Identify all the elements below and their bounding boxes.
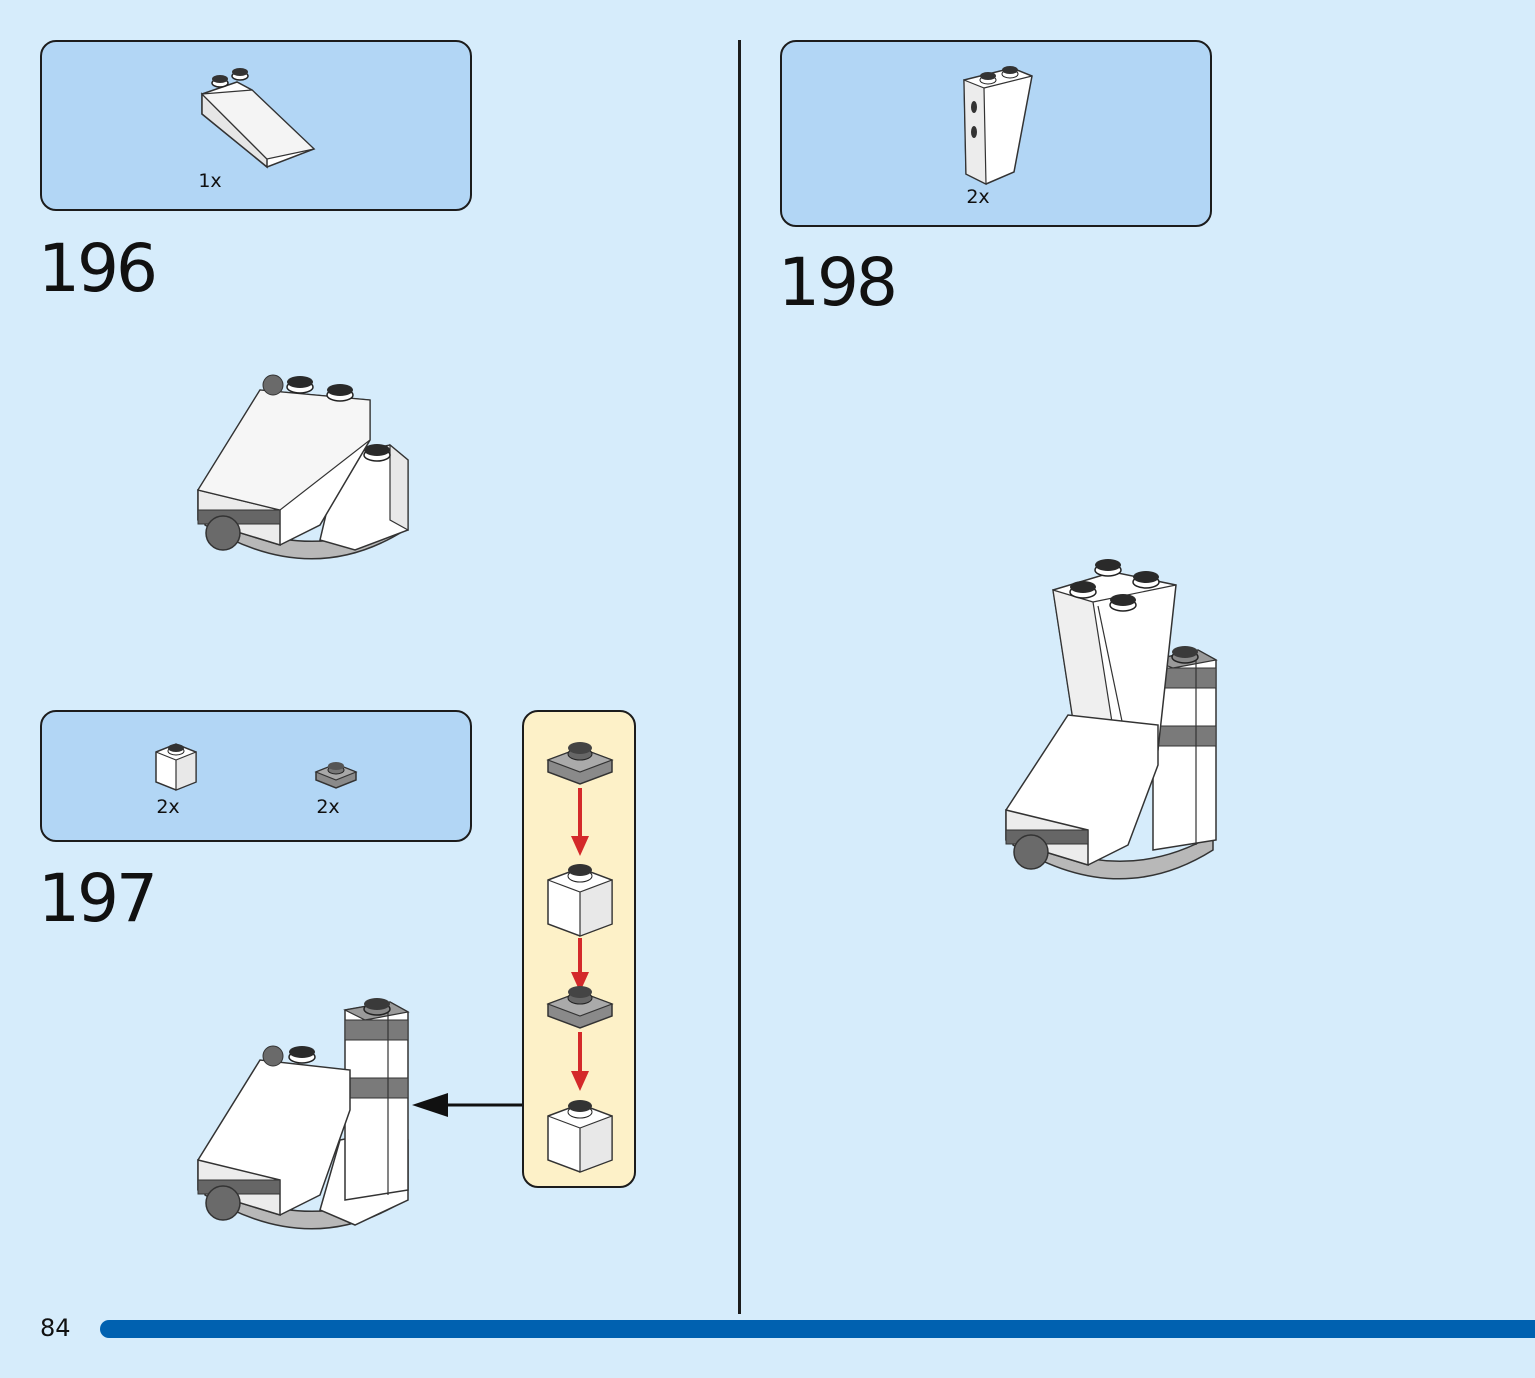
step-197-parts-box: 2x 2x: [40, 710, 472, 842]
gray-plate-1x1-icon: [314, 762, 358, 789]
step-196-model: [197, 374, 409, 560]
progress-bar: [100, 1320, 1535, 1338]
sub-assembly-callout: [522, 710, 636, 1188]
part-quantity: 2x: [156, 796, 180, 818]
part-quantity: 2x: [966, 186, 990, 208]
step-196-parts-box: 1x: [40, 40, 472, 211]
step-number-198: 198: [778, 244, 898, 321]
step-number-197: 197: [38, 860, 158, 937]
part-quantity: 1x: [198, 170, 222, 192]
inverted-slope-brick-icon: [963, 66, 1033, 185]
sub-assembly-stack: [546, 742, 614, 1173]
progress-bar-fill: [100, 1320, 1535, 1338]
step-197-model: [197, 998, 410, 1230]
slope-brick-icon: [200, 68, 316, 169]
column-divider: [738, 40, 741, 1314]
page-number: 84: [40, 1314, 71, 1342]
step-198-model: [1005, 559, 1218, 880]
step-198-parts-box: 2x: [780, 40, 1212, 227]
part-quantity: 2x: [316, 796, 340, 818]
step-number-196: 196: [38, 230, 158, 307]
assembly-arrow-icon: [412, 1093, 522, 1117]
white-brick-1x1-icon: [155, 743, 197, 791]
